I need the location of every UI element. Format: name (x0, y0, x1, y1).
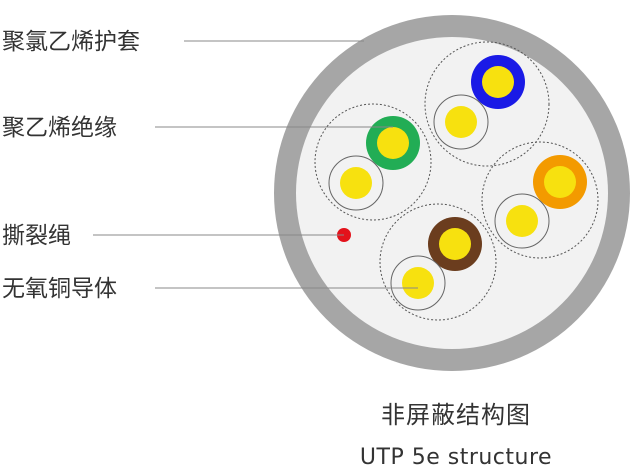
conductor-orange (544, 166, 576, 198)
conductor-white-green (340, 167, 372, 199)
insulation-white-blue (433, 94, 489, 150)
twisted-pair-orange (481, 141, 599, 259)
label-pvc-jacket: 聚氯乙烯护套 (2, 29, 140, 55)
label-conductor: 无氧铜导体 (2, 276, 117, 302)
twisted-pair-blue (424, 41, 550, 167)
twisted-pair-green (314, 103, 432, 221)
conductor-white-brown (402, 267, 434, 299)
conductor-white-blue (445, 106, 477, 138)
conductor-white-orange (506, 205, 538, 237)
twisted-pair-brown (379, 203, 497, 321)
insulation-white-green (328, 155, 384, 211)
conductor-blue (482, 66, 514, 98)
label-ripcord: 撕裂绳 (2, 223, 71, 249)
jacket-inner-space (296, 37, 608, 349)
caption-subtitle: UTP 5e structure (360, 445, 552, 470)
insulation-white-brown (390, 255, 446, 311)
insulation-white-orange (494, 193, 550, 249)
label-pe-insulation: 聚乙烯绝缘 (2, 115, 117, 141)
conductor-green (377, 127, 409, 159)
caption-title: 非屏蔽结构图 (381, 401, 531, 429)
conductor-brown (439, 228, 471, 260)
